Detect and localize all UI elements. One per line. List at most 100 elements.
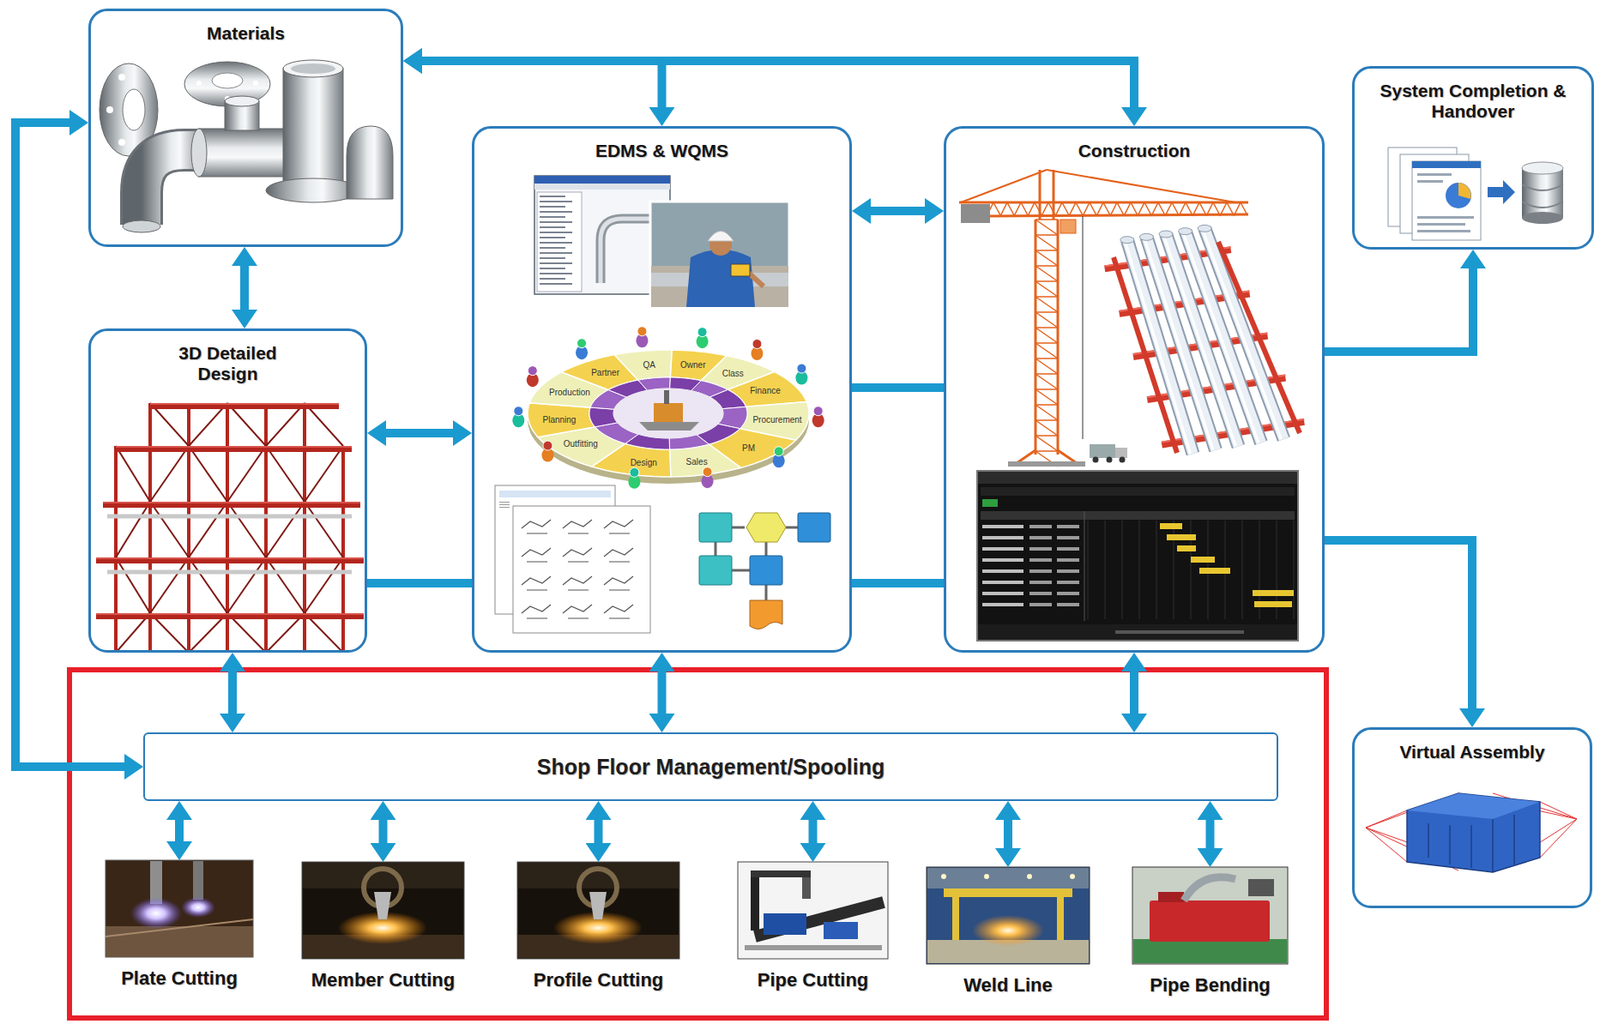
tower-crane: [1060, 219, 1076, 234]
connector-arrow: [594, 820, 604, 844]
pipe-fittings: [99, 60, 393, 233]
pipe-cutting-photo: [754, 902, 884, 937]
pipe-cutting-photo: [744, 945, 882, 951]
tower-crane: [1171, 202, 1179, 216]
node-title: EDMS & WQMS: [483, 140, 841, 162]
tower-crane: [1035, 358, 1058, 375]
offshore-structure: [265, 403, 305, 447]
tower-crane: [1057, 450, 1077, 464]
transfer-arrow: [1487, 180, 1516, 205]
handover-documents: [1417, 223, 1466, 226]
segment-label: PM: [740, 442, 757, 453]
pipe-bending-photo: [1132, 867, 1288, 965]
gantt-schedule: [1139, 520, 1141, 620]
handover-documents: [1458, 182, 1472, 200]
gantt-schedule: [1190, 556, 1215, 563]
module-box: Virtual Assembly: [1352, 727, 1593, 909]
handover-documents: [1417, 173, 1452, 176]
offshore-structure: [227, 403, 266, 447]
stakeholder-wheel: [796, 363, 807, 374]
offshore-structure: [227, 446, 266, 502]
tower-crane: [1075, 202, 1083, 216]
pipe-cutting-photo: [737, 862, 888, 960]
gantt-schedule: [1156, 520, 1158, 620]
gantt-schedule: [1029, 525, 1052, 529]
gantt-schedule: [1056, 536, 1080, 540]
offshore-structure: [107, 514, 352, 520]
tower-crane: [1035, 326, 1058, 329]
tower-crane: [1035, 357, 1058, 360]
offshore-structure: [304, 403, 344, 447]
offshore-structure: [265, 501, 305, 558]
pipe-fittings: [118, 138, 126, 146]
software-screenshot: [539, 211, 573, 213]
report-documents: [603, 519, 634, 534]
segment-label: Class: [720, 368, 746, 379]
plate-cutting-photo: [105, 919, 254, 937]
offshore-structure: [107, 570, 352, 575]
gantt-schedule: [1056, 591, 1080, 596]
tower-crane: [1035, 450, 1058, 453]
software-screenshot: [539, 231, 573, 234]
pipe-bending-photo: [1132, 867, 1288, 965]
tower-crane: [1130, 202, 1138, 216]
tower-crane: [1052, 169, 1056, 220]
report-documents: [499, 504, 510, 506]
node-title: 3D Detailed Design: [155, 343, 302, 385]
node-title: Shop Floor Management/Spooling: [537, 754, 886, 780]
member-cutting-photo: [301, 862, 465, 960]
node-title: Materials: [99, 23, 393, 44]
pipe-rack: [1178, 228, 1193, 236]
tower-crane: [1082, 216, 1084, 440]
offshore-structure: [115, 501, 151, 558]
connector-arrow: [851, 579, 944, 588]
tower-crane: [1035, 219, 1058, 236]
offshore-structure: [96, 557, 364, 560]
segment-label: Owner: [678, 360, 707, 370]
software-screenshot: [539, 241, 573, 244]
offshore-structure: [150, 501, 189, 558]
stakeholder-wheel: [589, 407, 618, 428]
plate-cutting-photo: [193, 861, 204, 900]
tower-crane: [1035, 342, 1058, 345]
software-screenshot: [539, 236, 566, 239]
inspection-photo: [650, 201, 790, 308]
report-documents: [495, 485, 651, 634]
tower-crane: [1119, 457, 1126, 464]
gantt-schedule: [1166, 534, 1196, 541]
offshore-structure: [188, 557, 228, 614]
weld-line-photo: [1026, 874, 1033, 880]
gantt-schedule: [980, 487, 1295, 496]
connector-arrow: [422, 60, 1135, 108]
software-screenshot: [539, 257, 566, 260]
offshore-structure: [115, 446, 352, 453]
software-screenshot: [539, 252, 573, 254]
tower-crane: [1110, 202, 1117, 217]
tower-crane: [1008, 461, 1086, 467]
tower-crane: [1213, 202, 1220, 216]
node-title: System Completion & Handover: [1363, 80, 1583, 122]
database-icon: [1521, 211, 1564, 224]
offshore-structure: [150, 403, 339, 410]
member-cutting-photo: [374, 892, 392, 920]
tower-crane: [1007, 202, 1015, 216]
gantt-schedule: [982, 580, 1024, 585]
pipe-fittings: [196, 80, 202, 86]
virtual-assembly-model: [1406, 793, 1540, 820]
gantt-schedule: [1115, 630, 1244, 634]
plate-cutting-photo: [181, 897, 216, 918]
report-documents: [499, 490, 611, 498]
report-documents: [562, 604, 592, 619]
offshore-structure: [96, 557, 364, 564]
stakeholder-wheel: [513, 406, 524, 417]
offshore-structure: [150, 403, 339, 405]
stakeholder-wheel: [697, 327, 707, 338]
tower-crane: [1096, 202, 1104, 217]
offshore-structure: [102, 501, 361, 504]
handover-documents: [1417, 180, 1444, 183]
tower-crane: [1082, 202, 1090, 217]
gantt-schedule: [1056, 558, 1080, 562]
tower-crane: [960, 169, 1047, 203]
virtual-assembly-model: [1365, 793, 1577, 873]
